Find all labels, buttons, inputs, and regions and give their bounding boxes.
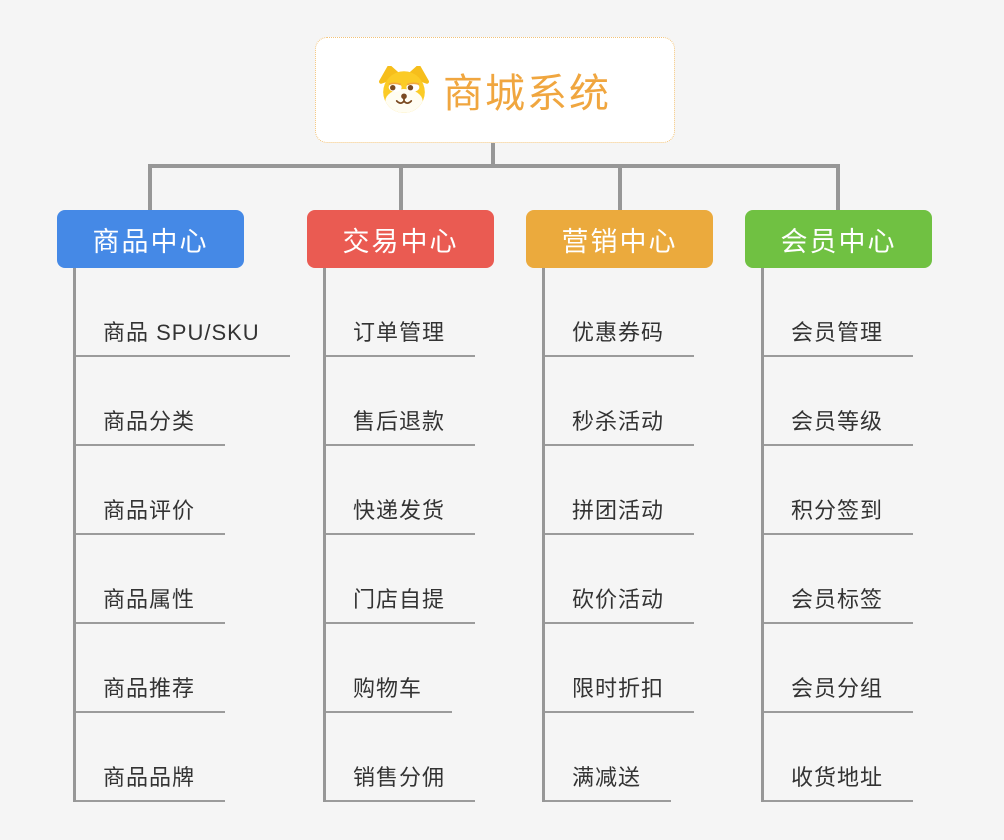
child-row: 秒杀活动 bbox=[526, 357, 796, 446]
child-node[interactable]: 满减送 bbox=[542, 760, 672, 802]
child-row: 积分签到 bbox=[745, 446, 1004, 535]
child-node[interactable]: 商品分类 bbox=[73, 404, 226, 446]
child-row: 收货地址 bbox=[745, 713, 1004, 802]
branch-drop-line bbox=[836, 168, 840, 210]
branch-spine-line bbox=[761, 268, 764, 802]
child-row: 商品属性 bbox=[57, 535, 327, 624]
branch-drop-line bbox=[399, 168, 403, 210]
branch-spine-line bbox=[542, 268, 545, 802]
child-row: 会员等级 bbox=[745, 357, 1004, 446]
child-node[interactable]: 商品 SPU/SKU bbox=[73, 315, 290, 357]
branch-product-center: 商品中心 商品 SPU/SKU 商品分类 商品评价 商品属性 商品推荐 商品品牌 bbox=[57, 210, 327, 802]
child-node[interactable]: 门店自提 bbox=[323, 582, 476, 624]
child-node[interactable]: 售后退款 bbox=[323, 404, 476, 446]
branch-drop-line bbox=[618, 168, 622, 210]
child-row: 拼团活动 bbox=[526, 446, 796, 535]
root-connector-line bbox=[491, 143, 495, 166]
child-row: 门店自提 bbox=[307, 535, 577, 624]
branch-node[interactable]: 交易中心 bbox=[307, 210, 494, 268]
branch-member-center: 会员中心 会员管理 会员等级 积分签到 会员标签 会员分组 收货地址 bbox=[745, 210, 1004, 802]
branch-marketing-center: 营销中心 优惠券码 秒杀活动 拼团活动 砍价活动 限时折扣 满减送 bbox=[526, 210, 796, 802]
child-node[interactable]: 快递发货 bbox=[323, 493, 476, 535]
child-row: 商品推荐 bbox=[57, 624, 327, 713]
child-row: 商品 SPU/SKU bbox=[57, 268, 327, 357]
root-node-title: 商城系统 bbox=[443, 72, 611, 116]
child-row: 商品品牌 bbox=[57, 713, 327, 802]
child-node[interactable]: 商品属性 bbox=[73, 582, 226, 624]
branch-children: 商品 SPU/SKU 商品分类 商品评价 商品属性 商品推荐 商品品牌 bbox=[57, 268, 327, 802]
child-row: 商品评价 bbox=[57, 446, 327, 535]
child-node[interactable]: 优惠券码 bbox=[542, 315, 695, 357]
branch-children: 会员管理 会员等级 积分签到 会员标签 会员分组 收货地址 bbox=[745, 268, 1004, 802]
child-node[interactable]: 商品品牌 bbox=[73, 760, 226, 802]
branch-node[interactable]: 商品中心 bbox=[57, 210, 244, 268]
child-row: 满减送 bbox=[526, 713, 796, 802]
child-row: 售后退款 bbox=[307, 357, 577, 446]
child-node[interactable]: 积分签到 bbox=[761, 493, 914, 535]
child-row: 砍价活动 bbox=[526, 535, 796, 624]
child-row: 快递发货 bbox=[307, 446, 577, 535]
child-row: 限时折扣 bbox=[526, 624, 796, 713]
branch-children: 订单管理 售后退款 快递发货 门店自提 购物车 销售分佣 bbox=[307, 268, 577, 802]
child-row: 商品分类 bbox=[57, 357, 327, 446]
branch-node[interactable]: 会员中心 bbox=[745, 210, 932, 268]
child-row: 会员管理 bbox=[745, 268, 1004, 357]
child-node[interactable]: 会员标签 bbox=[761, 582, 914, 624]
child-node[interactable]: 限时折扣 bbox=[542, 671, 695, 713]
child-node[interactable]: 商品评价 bbox=[73, 493, 226, 535]
child-node[interactable]: 拼团活动 bbox=[542, 493, 695, 535]
child-row: 优惠券码 bbox=[526, 268, 796, 357]
child-node[interactable]: 收货地址 bbox=[761, 760, 914, 802]
child-node[interactable]: 会员分组 bbox=[761, 671, 914, 713]
child-node[interactable]: 订单管理 bbox=[323, 315, 476, 357]
branch-bus-line bbox=[148, 164, 840, 168]
branch-trade-center: 交易中心 订单管理 售后退款 快递发货 门店自提 购物车 销售分佣 bbox=[307, 210, 577, 802]
child-node[interactable]: 销售分佣 bbox=[323, 760, 476, 802]
shiba-dog-icon bbox=[379, 66, 429, 113]
child-row: 销售分佣 bbox=[307, 713, 577, 802]
child-node[interactable]: 会员等级 bbox=[761, 404, 914, 446]
child-node[interactable]: 会员管理 bbox=[761, 315, 914, 357]
child-node[interactable]: 购物车 bbox=[323, 671, 453, 713]
child-row: 会员标签 bbox=[745, 535, 1004, 624]
child-row: 会员分组 bbox=[745, 624, 1004, 713]
child-node[interactable]: 砍价活动 bbox=[542, 582, 695, 624]
branch-children: 优惠券码 秒杀活动 拼团活动 砍价活动 限时折扣 满减送 bbox=[526, 268, 796, 802]
child-row: 购物车 bbox=[307, 624, 577, 713]
branch-drop-line bbox=[148, 168, 152, 210]
root-node[interactable]: 商城系统 bbox=[315, 37, 675, 143]
child-node[interactable]: 商品推荐 bbox=[73, 671, 226, 713]
branch-node[interactable]: 营销中心 bbox=[526, 210, 713, 268]
branch-spine-line bbox=[73, 268, 76, 802]
child-node[interactable]: 秒杀活动 bbox=[542, 404, 695, 446]
child-row: 订单管理 bbox=[307, 268, 577, 357]
branch-spine-line bbox=[323, 268, 326, 802]
